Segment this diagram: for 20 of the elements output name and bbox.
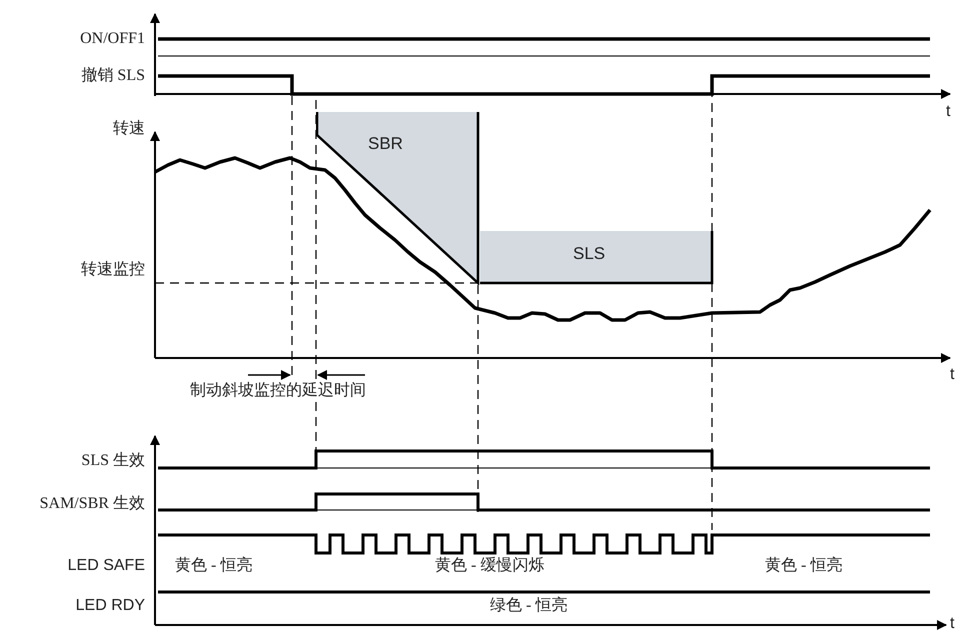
- signal-label: ON/OFF1: [80, 30, 145, 48]
- axis-label: t: [950, 366, 954, 384]
- dimension-label: 制动斜坡监控的延迟时间: [190, 382, 366, 400]
- status-label: 黄色 - 恒亮: [765, 557, 842, 575]
- signal-label: SLS 生效: [81, 452, 145, 470]
- region-label: SLS: [573, 244, 606, 264]
- axis-label: 转速: [113, 120, 145, 138]
- status-label: 绿色 - 恒亮: [490, 597, 568, 615]
- limit-region: [478, 230, 714, 285]
- axis-label: 转速监控: [81, 261, 145, 279]
- signal-label: 撤销 SLS: [81, 67, 145, 85]
- limit-region: [316, 112, 480, 285]
- axis-label: t: [946, 103, 950, 121]
- region-label: SBR: [368, 134, 403, 154]
- signal-label: LED SAFE: [68, 557, 145, 575]
- signal-label: SAM/SBR 生效: [40, 495, 145, 513]
- status-label: 黄色 - 缓慢闪烁: [435, 557, 544, 575]
- status-label: 黄色 - 恒亮: [175, 557, 252, 575]
- signal-label: LED RDY: [76, 597, 145, 615]
- axis-label: t: [950, 615, 954, 633]
